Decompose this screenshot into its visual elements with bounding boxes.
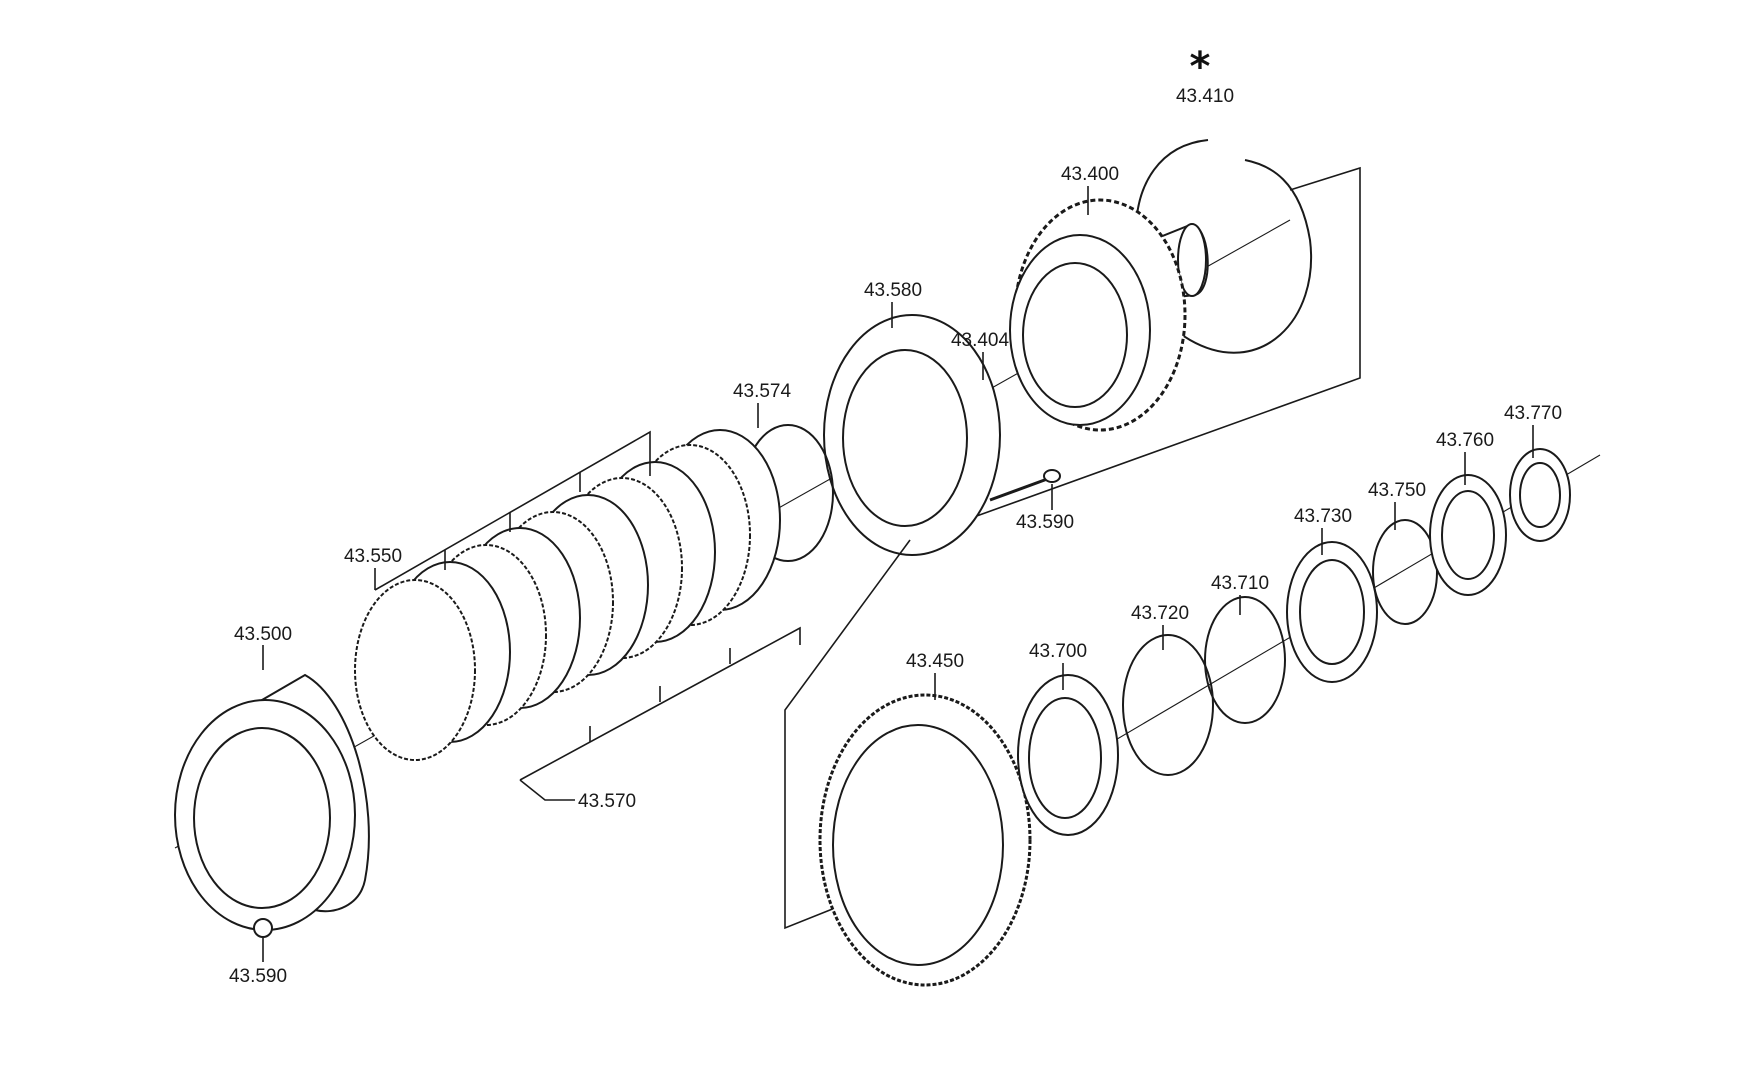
part-seal-43760 [1429,474,1507,596]
part-bolt-43590-upper [989,469,1061,502]
part-ring-gear-43450 [818,693,1032,987]
part-gear-carrier-43400 [1009,198,1187,432]
part-bearing-43730 [1286,541,1378,683]
asterisk-mark: * [1190,44,1211,90]
label-43400: 43.400 [1061,164,1119,185]
part-bearing-43700 [1017,674,1119,836]
part-bolt-43590-lower [253,918,273,938]
bracket-43570 [519,626,801,781]
label-43410: 43.410 [1176,86,1234,107]
label-43404: 43.404 [951,330,1010,351]
bracket-43550 [374,430,651,591]
label-43590-lower: 43.590 [229,966,287,987]
part-ring-43720 [1122,634,1214,776]
label-43770: 43.770 [1504,403,1562,424]
label-43574: 43.574 [733,381,792,402]
part-ring-43710 [1204,596,1286,724]
part-drum-43500 [174,673,370,932]
label-43700: 43.700 [1029,641,1087,662]
label-43720: 43.720 [1131,603,1189,624]
part-ring-43750 [1372,519,1438,625]
part-clutch-pack [354,429,781,761]
part-nut-43770 [1509,448,1571,542]
part-disc-43580 [823,314,1001,556]
group-bracket-lower [784,539,911,930]
label-43710: 43.710 [1211,573,1269,594]
label-43760: 43.760 [1436,430,1494,451]
label-43550: 43.550 [344,546,402,567]
group-bracket-upper [909,166,1361,541]
label-43570: 43.570 [578,791,636,812]
label-43730: 43.730 [1294,506,1352,527]
label-43580: 43.580 [864,280,922,301]
label-43450: 43.450 [906,651,964,672]
label-43590-upper: 43.590 [1016,512,1074,533]
leader-43570 [519,779,575,801]
label-43500: 43.500 [234,624,292,645]
label-43750: 43.750 [1368,480,1426,501]
part-snap-ring-43410 [1135,139,1313,354]
